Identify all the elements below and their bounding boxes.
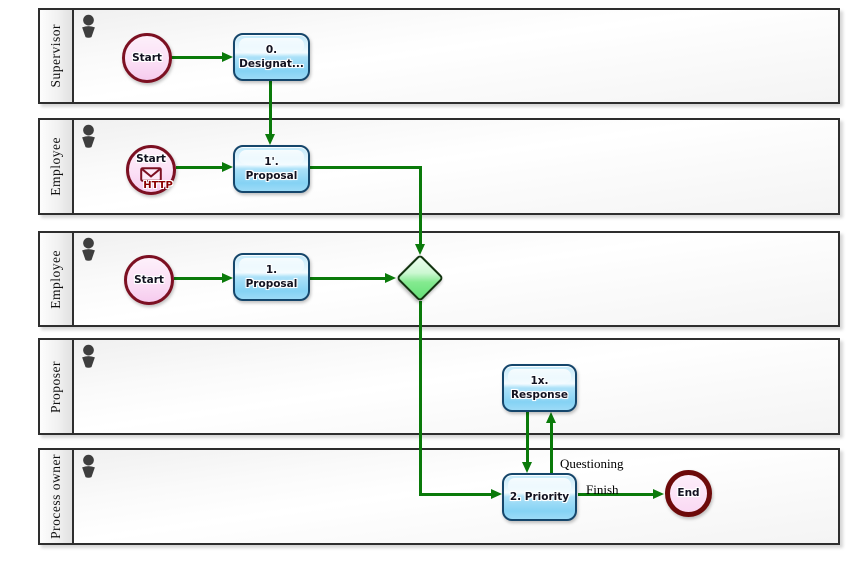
person-icon <box>80 344 97 369</box>
flow-response-to-priority[interactable] <box>526 412 529 462</box>
arrowhead-icon <box>653 489 664 499</box>
task-label: 1'.Proposal <box>245 155 298 182</box>
edge-label-questioning: Questioning <box>560 456 624 471</box>
task-label: 2. Priority <box>509 490 570 503</box>
flow-designate-to-proposal-prime[interactable] <box>269 81 272 134</box>
task-priority[interactable]: 2. Priority <box>502 473 577 521</box>
flow-start-to-designate[interactable] <box>171 56 224 59</box>
start-event-http-sublabel: HTTP <box>143 180 173 191</box>
start-event-label: Start <box>132 51 162 64</box>
end-event-label: End <box>677 487 700 500</box>
flow-proposal-prime-to-gateway[interactable] <box>308 166 422 169</box>
edge-label-finish: Finish <box>586 482 619 497</box>
arrowhead-icon <box>265 134 275 145</box>
flow-proposal-to-gateway[interactable] <box>308 277 386 280</box>
lane-proposer[interactable]: Proposer <box>38 338 840 435</box>
task-response[interactable]: 1x.Response <box>502 364 577 412</box>
task-label: 0.Designat... <box>239 43 304 70</box>
flow-starthttp-to-proposal-prime[interactable] <box>176 166 224 169</box>
lane-process-owner-header: Process owner <box>40 450 74 543</box>
task-label: 1.Proposal <box>245 263 298 290</box>
lane-proposer-header: Proposer <box>40 340 74 433</box>
person-icon <box>80 124 97 149</box>
flow-start-to-proposal[interactable] <box>174 277 224 280</box>
arrowhead-icon <box>222 52 233 62</box>
flow-priority-to-end[interactable] <box>578 493 654 496</box>
lane-employee-2-header: Employee <box>40 233 74 325</box>
arrowhead-icon <box>222 162 233 172</box>
start-event-employee[interactable]: Start <box>124 255 174 305</box>
flow-priority-to-response[interactable] <box>550 423 553 473</box>
arrowhead-icon <box>491 489 502 499</box>
person-icon <box>80 237 97 262</box>
lane-supervisor-header: Supervisor <box>40 10 74 102</box>
lane-employee-1-header: Employee <box>40 120 74 213</box>
task-proposal[interactable]: 1.Proposal <box>233 253 310 301</box>
start-event-supervisor[interactable]: Start <box>122 33 172 83</box>
start-event-http[interactable]: Start <box>126 145 176 195</box>
lane-employee-2-label: Employee <box>48 249 63 309</box>
task-proposal-prime[interactable]: 1'.Proposal <box>233 145 310 193</box>
task-label: 1x.Response <box>510 374 569 401</box>
task-designate[interactable]: 0.Designat... <box>233 33 310 81</box>
message-envelope-icon <box>140 167 162 186</box>
arrowhead-icon <box>385 273 396 283</box>
lane-proposer-label: Proposer <box>48 360 63 413</box>
flow-proposal-prime-to-gateway[interactable] <box>419 166 422 244</box>
end-event[interactable]: End <box>665 470 712 517</box>
person-icon <box>80 14 97 39</box>
flow-gateway-to-priority[interactable] <box>419 301 422 494</box>
start-event-label: Start <box>136 152 166 165</box>
arrowhead-icon <box>546 412 556 423</box>
arrowhead-icon <box>522 462 532 473</box>
person-icon <box>80 454 97 479</box>
lane-supervisor-label: Supervisor <box>48 24 63 88</box>
flow-gateway-to-priority[interactable] <box>419 493 492 496</box>
lane-process-owner-label: Process owner <box>48 454 63 539</box>
lane-process-owner[interactable]: Process owner <box>38 448 840 545</box>
lane-employee-1-label: Employee <box>48 137 63 196</box>
arrowhead-icon <box>415 244 425 255</box>
start-event-label: Start <box>134 273 164 286</box>
arrowhead-icon <box>222 273 233 283</box>
